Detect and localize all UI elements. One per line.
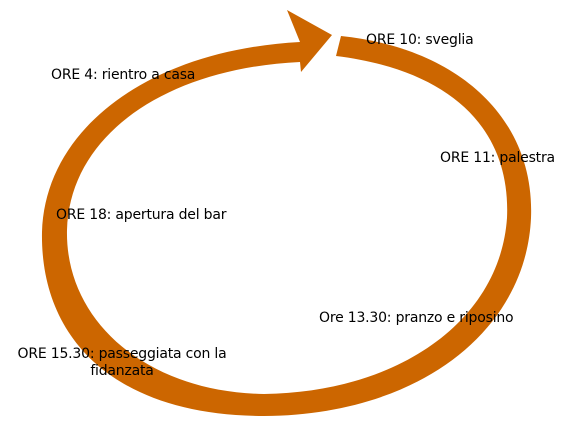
- step-label-sveglia: ORE 10: sveglia: [366, 32, 474, 48]
- step-label-pranzo: Ore 13.30: pranzo e riposino: [319, 310, 514, 326]
- step-label-rientro: ORE 4: rientro a casa: [51, 67, 196, 83]
- step-label-palestra: ORE 11: palestra: [440, 150, 555, 166]
- step-label-apertura-bar: ORE 18: apertura del bar: [56, 207, 227, 223]
- step-label-passeggiata: ORE 15.30: passeggiata con la fidanzata: [17, 346, 227, 379]
